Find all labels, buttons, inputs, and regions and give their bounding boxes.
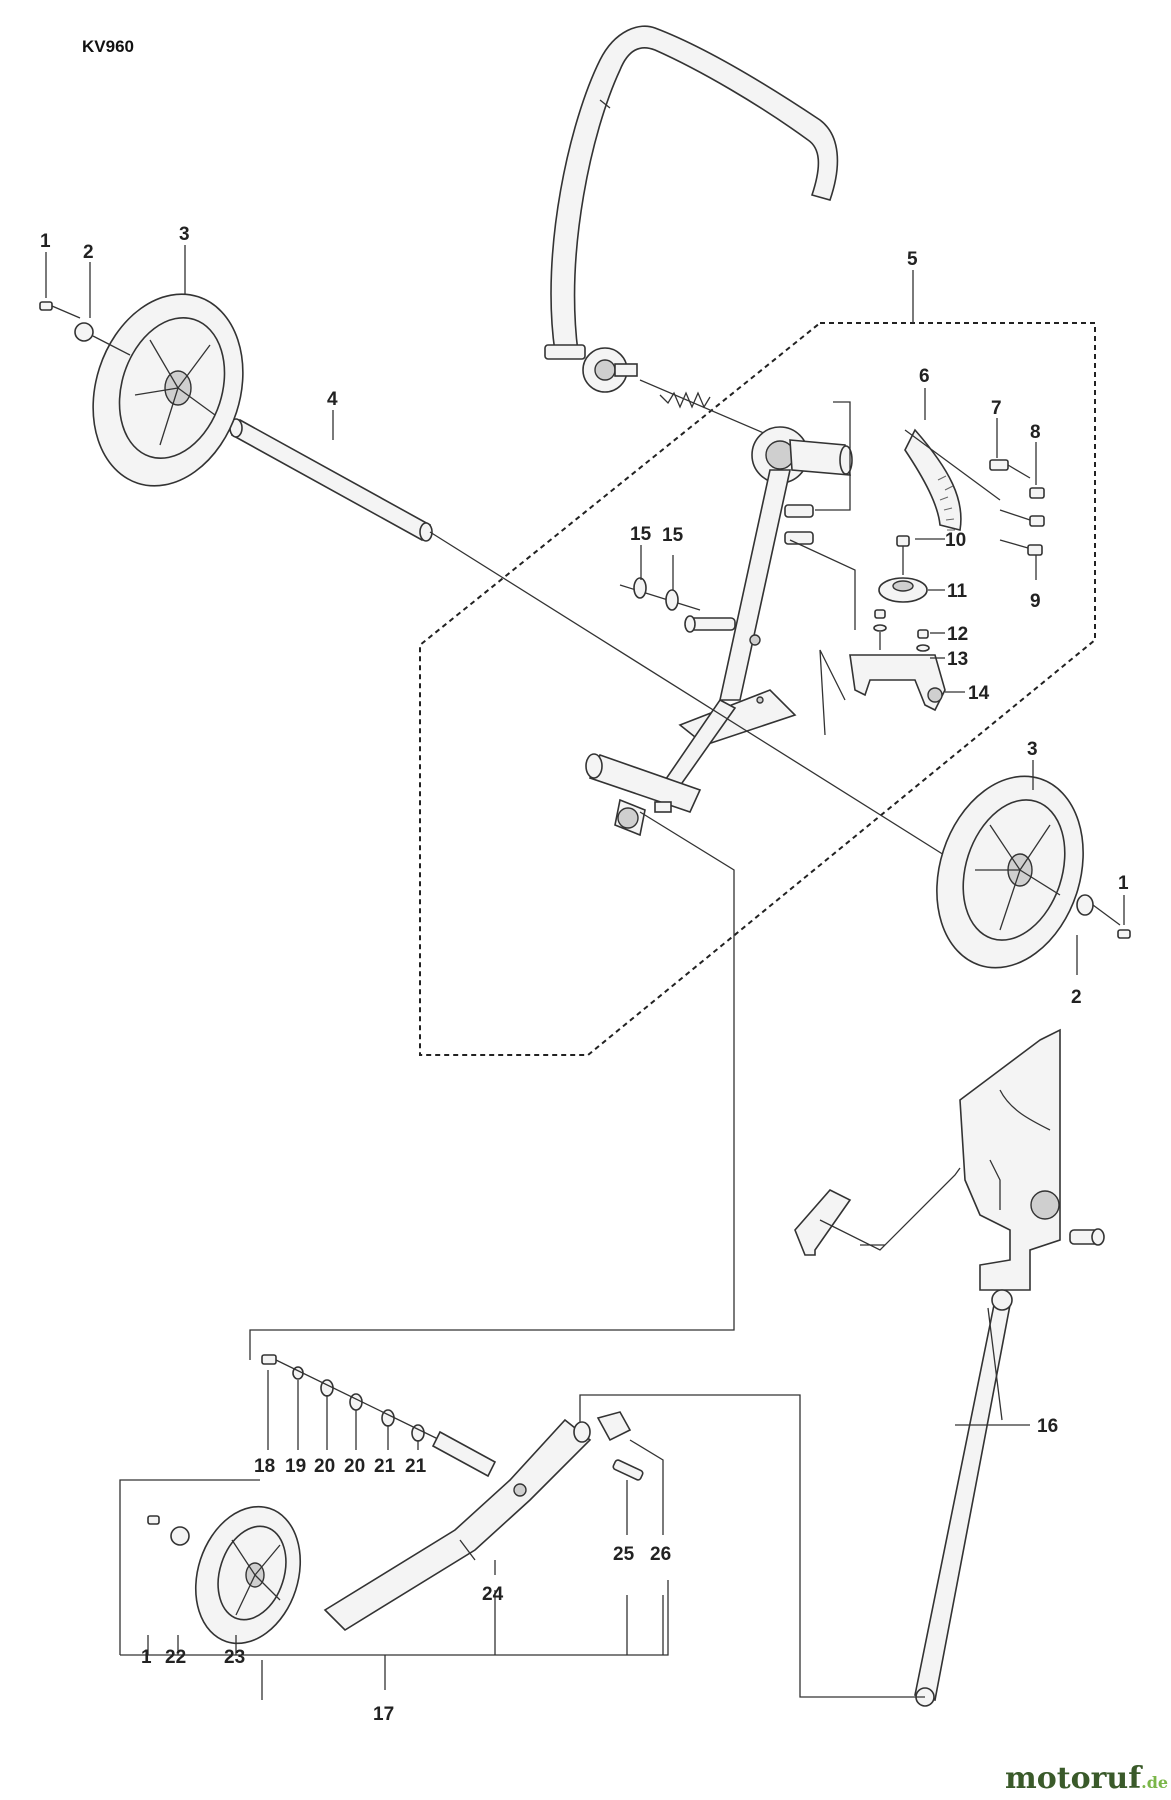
label-21-a: 21 [374,1456,396,1477]
label-1-lower: 1 [141,1647,152,1668]
assembly-5-boundary [419,322,1096,1056]
spring [639,379,781,441]
label-3-top: 3 [179,224,190,245]
label-6: 6 [919,366,930,387]
guide-line-14 [789,539,856,630]
label-26: 26 [650,1544,671,1565]
label-12: 12 [947,624,968,645]
guide-line-lower [819,649,846,736]
watermark-logo: motoruf.de [1005,1761,1168,1796]
svg-text:motoruf.de: motoruf.de [1005,1761,1168,1796]
washers-15 [619,577,701,611]
label-1-top: 1 [40,231,51,252]
wheel-upper-left [39,293,244,487]
lower-assembly-17 [119,1354,669,1700]
label-15-b: 15 [662,525,684,546]
label-25: 25 [613,1544,635,1565]
label-13: 13 [947,649,968,670]
label-7: 7 [991,398,1002,419]
label-20-b: 20 [344,1456,365,1477]
label-17: 17 [373,1704,394,1725]
wheel-right [936,775,1131,969]
label-24: 24 [482,1584,504,1605]
main-frame [585,426,853,837]
blade-guard-assembly [794,1028,1105,1291]
depth-segment [904,428,1001,531]
knob-10-11 [878,535,928,603]
label-2-top: 2 [83,242,94,263]
bracket-14 [849,609,946,712]
watermark-tld: .de [1141,1773,1168,1792]
label-4: 4 [327,389,338,410]
label-16: 16 [1037,1416,1058,1437]
label-3-right: 3 [1027,739,1038,760]
label-21-b: 21 [405,1456,427,1477]
part-labels: 1 2 3 4 5 6 7 8 9 10 11 12 13 14 15 15 3… [40,224,1129,1725]
label-15-a: 15 [630,524,652,545]
label-22: 22 [165,1647,186,1668]
label-9: 9 [1030,591,1041,612]
label-8: 8 [1030,422,1041,443]
leader-lines [45,245,1125,1575]
model-title: KV960 [82,37,134,56]
watermark-brand: motoruf [1005,1761,1143,1796]
guide-line-front-lower [249,811,735,1360]
handle-sprocket [544,344,638,393]
guide-line-6 [815,401,851,511]
label-1-right: 1 [1118,873,1129,894]
arm-16 [579,1289,1013,1707]
label-5: 5 [907,249,918,270]
handle-bar [550,25,839,353]
label-23: 23 [224,1647,245,1668]
label-14: 14 [968,683,990,704]
label-11: 11 [947,581,968,602]
label-10: 10 [945,530,966,551]
label-2-right: 2 [1071,987,1082,1008]
label-20-a: 20 [314,1456,335,1477]
axle-4 [229,418,961,866]
label-18: 18 [254,1456,275,1477]
label-19: 19 [285,1456,306,1477]
bolts-7-8-9 [989,459,1045,556]
